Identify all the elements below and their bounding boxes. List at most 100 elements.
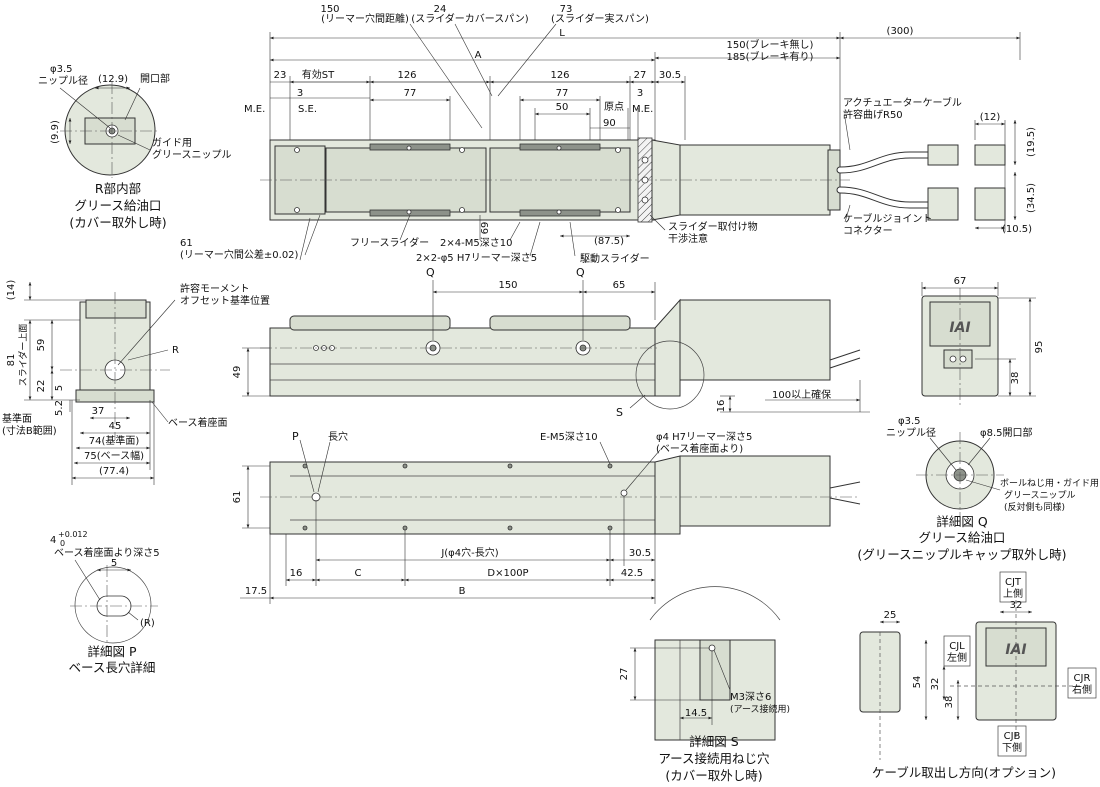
p-detail: 4 +0.012 0 ベース着座面より深さ5 5 (R) 詳細図 P ベース長穴…: [50, 530, 160, 675]
cab-dim-38: 38: [944, 696, 955, 709]
top-dim-L: L: [559, 28, 565, 39]
top-dim-90: 90: [603, 118, 616, 129]
bot-slot: 長穴: [328, 430, 348, 443]
r-guide2: グリースニップル: [152, 148, 232, 161]
bot-phi4-2: (ベース着座面より): [656, 442, 743, 455]
sec-ref1: 基準面: [2, 412, 32, 425]
side-dim-49: 49: [232, 366, 243, 379]
q-ball1: ボールねじ用・ガイド用: [1000, 478, 1099, 489]
sec-dim-22: 22: [36, 380, 47, 393]
top-dim-77a: 77: [404, 88, 417, 99]
p-depth: ベース着座面より深さ5: [54, 546, 160, 559]
side-dim-100: 100以上確保: [772, 388, 831, 401]
cab-dim-54: 54: [912, 676, 923, 689]
top-dim-195: (19.5): [1026, 127, 1037, 157]
s-title3: (カバー取外し時): [665, 768, 762, 783]
top-dim-73-sub: (スライダー実スパン): [551, 12, 649, 25]
top-dim-3b: 3: [637, 88, 643, 99]
end-view: 67 95 38 IAI: [921, 276, 1045, 408]
top-label-m5: 2×4-M5深さ10: [440, 237, 512, 249]
p-tol0: 0: [60, 539, 65, 548]
sec-base-seat: ベース着座面: [168, 416, 228, 429]
top-dim-61-sub: (リーマー穴間公差±0.02): [180, 248, 299, 261]
end-logo: IAI: [949, 320, 970, 336]
side-dim-150: 150: [498, 280, 517, 291]
r-dim-99: (9.9): [50, 120, 61, 144]
top-label-origin: 原点: [604, 101, 624, 113]
top-dim-150: 150: [320, 4, 339, 15]
cab-dim-32a: 32: [1010, 600, 1023, 611]
top-dim-27: 27: [634, 70, 647, 81]
top-dim-875: (87.5): [594, 236, 624, 247]
cab-cjt1: CJT: [1005, 577, 1022, 588]
sec-dim-52: 5.2: [54, 400, 65, 416]
top-label-act-cable2: 許容曲げR50: [843, 108, 903, 121]
sec-dim-37: 37: [92, 406, 105, 417]
side-dim-16: 16: [716, 400, 727, 413]
top-dim-69: 69: [480, 222, 491, 235]
bot-phi4-1: φ4 H7リーマー深さ5: [656, 431, 752, 443]
s-dim-27: 27: [619, 668, 630, 681]
side-view: Q Q 150 65 49 16 100以上確保 S: [232, 266, 870, 419]
top-dim-12: (12): [980, 112, 1001, 123]
top-label-phi5: 2×2-φ5 H7リーマー深さ5: [416, 252, 537, 264]
top-dim-3a: 3: [297, 88, 303, 99]
cab-cjl2: 左側: [947, 651, 967, 664]
bot-dim-61: 61: [232, 491, 243, 504]
r-title3: (カバー取外し時): [69, 215, 166, 230]
top-dim-126a: 126: [397, 70, 416, 81]
top-label-me-left: M.E.: [244, 104, 265, 115]
r-detail: φ3.5 ニップル径 (12.9) 開口部 (9.9) ガイド用 グリースニップ…: [38, 64, 232, 230]
top-dim-345: (34.5): [1026, 183, 1037, 213]
q-ball3: (反対側も同様): [1004, 501, 1065, 513]
top-dim-126b: 126: [550, 70, 569, 81]
sec-dim-81: 81: [6, 354, 17, 367]
bottom-view: P 長穴 E-M5深さ10 φ4 H7リーマー深さ5 (ベース着座面より) 61…: [232, 430, 861, 604]
bot-dim-305: 30.5: [629, 548, 651, 559]
q-nipple: ニップル径: [886, 426, 936, 439]
cab-cjr2: 右側: [1072, 683, 1092, 696]
r-nipple: ニップル径: [38, 74, 88, 87]
side-Q1: Q: [426, 266, 435, 279]
top-label-se: S.E.: [298, 104, 317, 115]
r-guide1: ガイド用: [152, 137, 192, 149]
q-title2: グリース給油口: [919, 530, 1006, 545]
section-view: (14) 許容モーメント オフセット基準位置 81 スライダー上面 59 R 2…: [2, 280, 270, 485]
top-dim-23: 23: [274, 70, 287, 81]
top-dim-st: 有効ST: [302, 68, 335, 81]
q-title1: 詳細図 Q: [936, 514, 987, 529]
sec-dim-75: 75(ベース幅): [84, 449, 144, 462]
sec-dim-14: (14): [6, 280, 17, 301]
q-phi35: φ3.5: [898, 416, 921, 427]
s-title2: アース接続用ねじ穴: [658, 751, 770, 766]
sec-dim-45: 45: [109, 421, 122, 432]
bot-P: P: [292, 430, 299, 443]
top-view: 150 (リーマー穴間距離) 24 (スライダーカバースパン) 73 (スライダ…: [180, 4, 1037, 265]
top-label-free: フリースライダー: [350, 236, 429, 249]
r-title2: グリース給油口: [75, 198, 162, 213]
bot-dim-175: 17.5: [245, 586, 267, 597]
bot-Dx100P: D×100P: [487, 568, 528, 579]
q-phi85: φ8.5開口部: [980, 426, 1033, 439]
cable-option: 25 32 CJT 上側 CJL 左側 CJR 右側 CJB 下側 54 32 …: [859, 571, 1097, 780]
s-dim-145: 14.5: [685, 708, 707, 719]
end-dim-67: 67: [954, 276, 967, 287]
s-m3-sub: (アース接続用): [730, 703, 790, 715]
side-dim-65: 65: [613, 280, 626, 291]
sec-R: R: [172, 345, 179, 356]
p-R: (R): [140, 618, 155, 629]
r-phi35: φ3.5: [50, 64, 73, 75]
top-label-joint2: コネクター: [843, 225, 893, 237]
cab-cjb1: CJB: [1004, 731, 1021, 742]
top-dim-105: (10.5): [1002, 224, 1032, 235]
sec-moment1: 許容モーメント: [180, 282, 250, 295]
top-dim-50: 50: [556, 102, 569, 113]
cab-cjt2: 上側: [1003, 587, 1023, 600]
cab-cjl1: CJL: [949, 641, 965, 652]
r-title1: R部内部: [95, 181, 141, 196]
top-dim-A: A: [475, 50, 482, 61]
s-detail: 27 M3深さ6 (アース接続用) 14.5 詳細図 S アース接続用ねじ穴 (…: [619, 586, 790, 783]
top-dim-150-sub: (リーマー穴間距離): [321, 12, 409, 25]
side-Q2: Q: [576, 266, 585, 279]
